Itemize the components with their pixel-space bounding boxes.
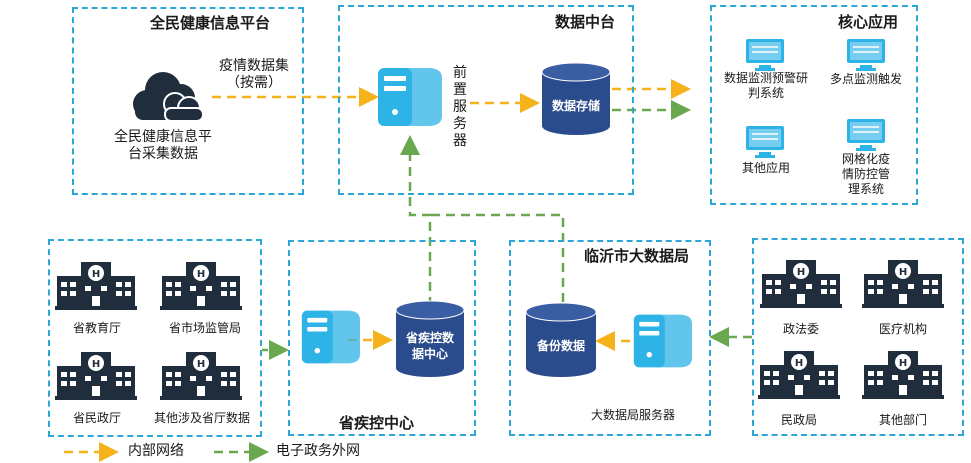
hospital-building-icon: H — [55, 352, 137, 400]
flow-cdc-to-frontserver — [400, 135, 432, 306]
legend-external-swatch — [214, 442, 269, 462]
cloud-label-line2: 台采集数据 — [128, 146, 198, 162]
province-dept-label: 省教育厅 — [72, 321, 121, 335]
core-app-label-line: 情防控管 — [841, 167, 890, 181]
monitor-icon — [746, 126, 784, 158]
core-app-label-line: 网格化疫 — [841, 152, 890, 166]
front-server-label: 前 置 服 务 器 — [450, 65, 470, 150]
core-app-label-line: 判系统 — [747, 86, 784, 100]
monitor-icon — [847, 39, 885, 71]
flow-label: 疫情数据集 （按需） — [206, 58, 302, 92]
bigdata-server-label: 大数据局服务器 — [590, 408, 675, 422]
cloud-label-line1: 全民健康信息平 — [114, 129, 212, 145]
core-app-label: 其他应用 — [724, 161, 808, 176]
core-app-label-line: 其他应用 — [741, 161, 790, 175]
core-app-label-line: 多点监测触发 — [829, 72, 902, 86]
province-depts-box — [48, 239, 262, 437]
hospital-building-icon: H — [862, 260, 944, 308]
cdc-db-label-line2: 据中心 — [412, 346, 448, 361]
local-dept-label: 民政局 — [780, 413, 817, 427]
flow-label-line2: （按需） — [226, 75, 282, 91]
svg-text:H: H — [197, 359, 205, 370]
legend-internal-swatch — [64, 442, 119, 462]
legend-external-label: 电子政务外网 — [276, 443, 360, 459]
cdc-db-label-line1: 省疾控数 — [405, 330, 455, 345]
hospital-building-icon: H — [55, 262, 137, 310]
datacenter-title: 数据中台 — [555, 13, 616, 31]
core-app-label-line: 理系统 — [847, 182, 884, 196]
monitor-icon — [746, 39, 784, 71]
svg-text:H: H — [197, 269, 205, 280]
province-dept-label: 省民政厅 — [72, 411, 121, 425]
datacenter-box — [338, 5, 634, 195]
cloud-icon — [133, 72, 204, 122]
province-dept-label: 其他涉及省厅数据 — [153, 411, 250, 425]
front-server-char: 服 — [453, 99, 467, 115]
svg-text:H: H — [92, 269, 100, 280]
front-server-char: 置 — [453, 82, 467, 98]
core-app-label: 网格化疫 情防控管 理系统 — [826, 152, 906, 197]
local-dept-label: 医疗机构 — [878, 322, 927, 336]
local-depts-box — [752, 238, 964, 436]
flow-label-line1: 疫情数据集 — [219, 58, 289, 74]
svg-text:H: H — [795, 358, 803, 369]
core-app-label-line: 数据监测预警研 — [723, 71, 808, 85]
bigdata-bureau-box — [509, 240, 711, 436]
bigdata-server-icon — [633, 314, 692, 368]
platform-title: 全民健康信息平台 — [150, 14, 271, 32]
core-app-label: 多点监测触发 — [818, 72, 914, 87]
bigdata-bureau-title: 临沂市大数据局 — [584, 247, 690, 265]
hospital-building-icon: H — [160, 352, 242, 400]
hospital-building-icon: H — [862, 351, 944, 399]
front-server-char: 器 — [453, 133, 467, 149]
core-app-box — [710, 5, 918, 205]
legend-internal-label: 内部网络 — [128, 443, 184, 459]
platform-box — [72, 7, 304, 195]
cdc-database-icon: 省疾控数 据中心 — [395, 300, 465, 377]
local-dept-label: 政法委 — [782, 322, 819, 336]
front-server-icon — [378, 68, 442, 126]
local-dept-label: 其他部门 — [878, 413, 927, 427]
cdc-title: 省疾控中心 — [339, 414, 415, 432]
hospital-building-icon: H — [758, 351, 840, 399]
hospital-building-icon: H — [760, 260, 842, 308]
cdc-box — [288, 240, 476, 436]
svg-text:H: H — [899, 358, 907, 369]
monitor-icon — [847, 119, 885, 151]
province-dept-label: 省市场监管局 — [168, 321, 241, 335]
front-server-char: 务 — [453, 116, 467, 132]
storage-db-label: 数据存储 — [552, 98, 600, 113]
backup-database-icon: 备份数据 — [525, 302, 597, 377]
core-app-label: 数据监测预警研 判系统 — [716, 71, 816, 101]
svg-text:H: H — [92, 359, 100, 370]
hospital-building-icon: H — [160, 262, 242, 310]
svg-text:H: H — [797, 267, 805, 278]
core-app-title: 核心应用 — [838, 13, 899, 31]
cdc-server-icon — [301, 310, 360, 364]
backup-db-label: 备份数据 — [536, 338, 585, 353]
front-server-char: 前 — [453, 65, 467, 81]
storage-database-icon: 数据存储 — [541, 62, 611, 135]
cloud-label: 全民健康信息平 台采集数据 — [98, 129, 228, 163]
svg-text:H: H — [899, 267, 907, 278]
